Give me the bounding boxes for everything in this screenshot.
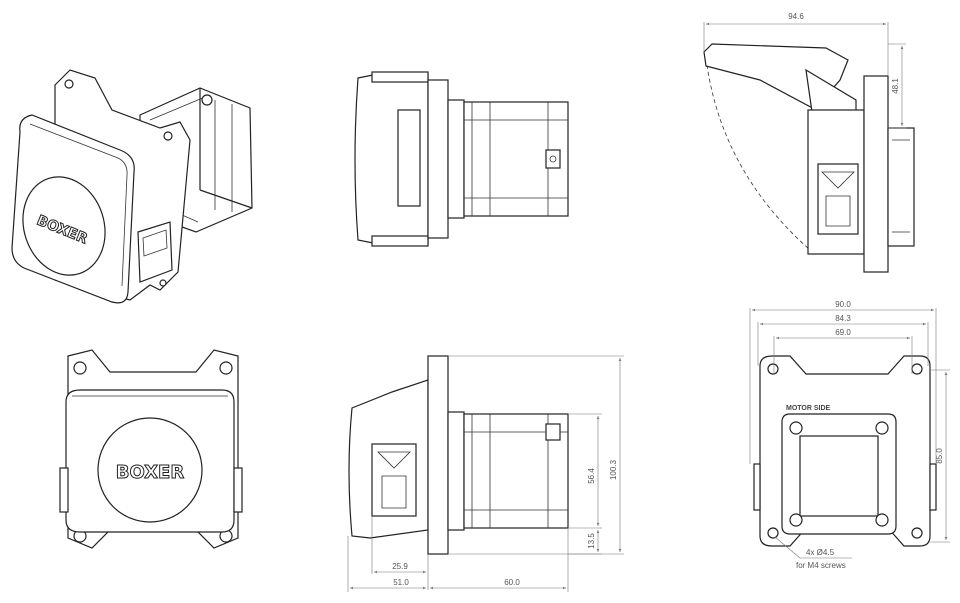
front-view: BOXER — [59, 349, 243, 549]
dim-flange-width: 90.0 — [835, 300, 851, 309]
dim-total-height: 100.3 — [609, 459, 618, 480]
side-view-bottom — [348, 355, 569, 555]
screw-count-label: 4x Ø4.5 — [806, 548, 835, 557]
dim-side-height: 48.1 — [891, 78, 900, 94]
dims-side-bottom: 100.3 56.4 13.5 25.9 51.0 60.0 — [347, 355, 624, 592]
dim-side-width: 94.6 — [788, 12, 804, 21]
side-view-lid-open — [703, 43, 915, 273]
dim-flange-height: 85.0 — [935, 448, 944, 464]
dim-connector-offset: 25.9 — [392, 562, 408, 571]
dims-side-lid: 94.6 48.1 — [703, 12, 906, 129]
side-view-top — [354, 71, 569, 247]
dim-motor-height: 56.4 — [587, 468, 596, 484]
dim-head-depth: 51.0 — [393, 578, 409, 587]
front-logo: BOXER — [116, 462, 185, 483]
motor-side-label: MOTOR SIDE — [786, 405, 831, 412]
isometric-view: BOXER — [11, 69, 253, 304]
dim-base-offset: 13.5 — [587, 533, 596, 549]
dim-hole-spacing-x: 84.3 — [835, 314, 851, 323]
back-view-motor-side: MOTOR SIDE — [753, 355, 937, 547]
dim-cutout-width: 69.0 — [835, 328, 851, 337]
dims-back: 90.0 84.3 69.0 85.0 4x Ø4.5 for M4 screw… — [749, 300, 950, 570]
dim-motor-length: 60.0 — [504, 578, 520, 587]
screw-note-label: for M4 screws — [796, 561, 846, 570]
